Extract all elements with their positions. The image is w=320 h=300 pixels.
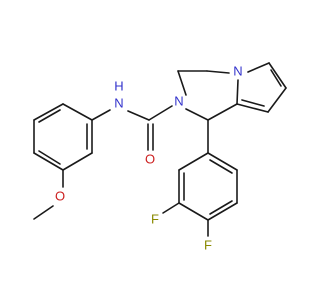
bond	[206, 70, 230, 74]
aromatic-bond-inner	[241, 99, 265, 107]
bond	[207, 202, 238, 221]
amide-hydrogen-label: H	[114, 78, 123, 93]
bond	[268, 62, 287, 89]
bond	[178, 152, 209, 171]
bond	[236, 103, 269, 113]
aromatic-bond-inner	[38, 150, 61, 165]
molecule-structure-diagram: N H O N N O F F	[33, 62, 287, 252]
bond	[177, 70, 187, 96]
atom-label-layer: N H O N N O F F	[55, 63, 243, 252]
bond	[62, 103, 93, 121]
bond	[33, 103, 64, 121]
pyrrole-nitrogen-label: N	[233, 63, 242, 78]
bond	[267, 87, 287, 113]
methoxy-oxygen-label: O	[55, 188, 65, 203]
label-background	[111, 95, 125, 109]
bond	[185, 108, 209, 121]
bond-methoxy-o-to-methyl	[33, 205, 54, 220]
bond	[62, 152, 93, 171]
bond	[247, 62, 270, 73]
bond	[207, 103, 238, 121]
fluorine-meta-label: F	[151, 211, 159, 226]
aromatic-bond-inner	[209, 200, 233, 215]
aromatic-bond-inner	[209, 159, 233, 174]
amide-nitrogen-label: N	[114, 95, 123, 110]
bond-layer	[33, 62, 287, 237]
bond	[236, 79, 239, 105]
bond	[33, 152, 64, 171]
fluorine-para-label: F	[204, 237, 212, 252]
aromatic-bond-inner	[270, 69, 282, 87]
bond-to-fluorine-meta	[162, 202, 180, 214]
bond-ring-to-nh	[91, 109, 111, 121]
ring-nitrogen-label: N	[174, 93, 183, 108]
aromatic-bond-inner	[38, 109, 61, 123]
bond-carbonyl-to-ring-n	[148, 105, 173, 121]
bond	[207, 152, 238, 171]
carbonyl-oxygen-label: O	[145, 151, 155, 166]
bond-nh-to-carbonyl	[127, 110, 150, 121]
bond	[178, 202, 209, 221]
